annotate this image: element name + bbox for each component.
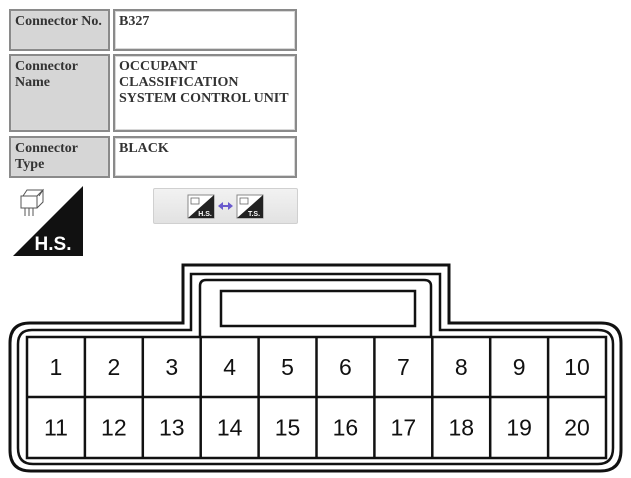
swap-arrow-icon xyxy=(218,202,233,210)
harness-side-icon xyxy=(20,188,44,216)
toggle-graphic: H.S. T.S. xyxy=(187,194,264,219)
column-dividers xyxy=(83,337,550,458)
ts-icon: T.S. xyxy=(236,194,264,219)
pin-9: 9 xyxy=(513,354,526,380)
pin-16: 16 xyxy=(333,415,359,441)
connector-name-value: OCCUPANT CLASSIFICATION SYSTEM CONTROL U… xyxy=(113,54,297,132)
lock-tab xyxy=(198,278,433,337)
pin-17: 17 xyxy=(391,415,417,441)
pin-18: 18 xyxy=(448,415,474,441)
pin-4: 4 xyxy=(223,354,236,380)
pin-19: 19 xyxy=(506,415,532,441)
pin-12: 12 xyxy=(101,415,127,441)
pin-20: 20 xyxy=(564,415,590,441)
connector-name-row: Connector Name OCCUPANT CLASSIFICATION S… xyxy=(9,54,297,132)
pin-10: 10 xyxy=(564,354,590,380)
harness-side-logo: H.S. xyxy=(13,186,83,256)
pin-1: 1 xyxy=(50,354,63,380)
connector-inner-shell xyxy=(16,272,615,466)
pin-15: 15 xyxy=(275,415,301,441)
lock-slot xyxy=(219,289,417,328)
connector-type-label: Connector Type xyxy=(9,136,110,178)
pin-6: 6 xyxy=(339,354,352,380)
hs-icon: H.S. xyxy=(187,194,215,219)
ts-label: T.S. xyxy=(248,211,260,218)
connector-type-value: BLACK xyxy=(113,136,297,178)
pin-14: 14 xyxy=(217,415,243,441)
pin-5: 5 xyxy=(281,354,294,380)
hs-label: H.S. xyxy=(198,211,212,218)
connector-no-label: Connector No. xyxy=(9,9,110,51)
pin-3: 3 xyxy=(165,354,178,380)
pin-8: 8 xyxy=(455,354,468,380)
pin-11: 11 xyxy=(44,415,68,441)
pin-2: 2 xyxy=(107,354,120,380)
connector-name-label: Connector Name xyxy=(9,54,110,132)
hs-ts-toggle-button[interactable]: H.S. T.S. xyxy=(153,188,298,224)
logo-text: H.S. xyxy=(35,234,72,255)
pin-7: 7 xyxy=(397,354,410,380)
pin-13: 13 xyxy=(159,415,185,441)
connector-no-value: B327 xyxy=(113,9,297,51)
connector-no-row: Connector No. B327 xyxy=(9,9,297,51)
connector-type-row: Connector Type BLACK xyxy=(9,136,297,178)
